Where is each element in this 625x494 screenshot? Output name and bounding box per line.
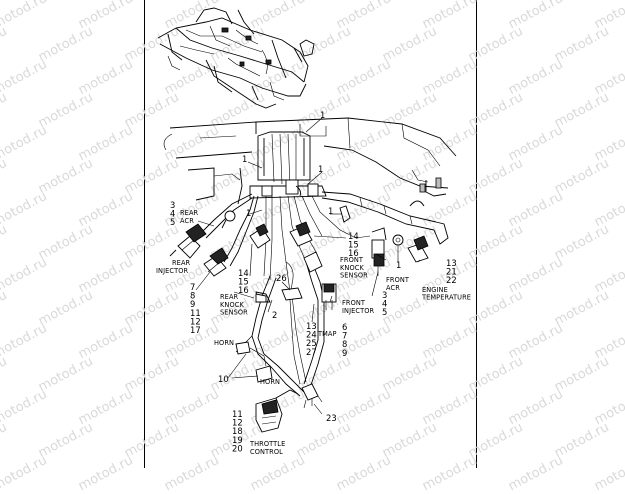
rear-knock-label: REAR bbox=[220, 293, 239, 301]
tmap-connector bbox=[301, 383, 323, 409]
harness-junction bbox=[201, 131, 449, 397]
wiring-harness-diagram: 1111112262310345REARACR789111217REARINJE… bbox=[156, 7, 471, 456]
callout-number: 1 bbox=[242, 154, 247, 164]
front-acr-part-number: 4 bbox=[382, 299, 387, 309]
front-injector-label: FRONT bbox=[342, 299, 366, 307]
front-knock-label: FRONT bbox=[340, 256, 364, 264]
frame-outline bbox=[163, 117, 457, 205]
callout-number: 1 bbox=[396, 260, 401, 270]
rear-injector-part-number: 7 bbox=[190, 282, 195, 292]
leader-lines bbox=[195, 117, 421, 415]
front-knock-part-number: 16 bbox=[348, 248, 359, 258]
motorcycle-frame-thumbnail bbox=[157, 7, 315, 109]
rear-knock-label: KNOCK bbox=[220, 301, 244, 309]
rear-acr-label: REAR bbox=[180, 209, 199, 217]
callout-number: 1 bbox=[328, 206, 333, 216]
rear-injector-label: REAR bbox=[172, 259, 191, 267]
front-injector-part-number: 7 bbox=[342, 331, 347, 341]
throttle-label: CONTROL bbox=[250, 448, 283, 456]
rear-acr-part-number: 5 bbox=[170, 217, 175, 227]
harness-clip-right bbox=[307, 183, 319, 197]
front-knock-label: SENSOR bbox=[340, 272, 368, 280]
front-acr-connector bbox=[371, 227, 387, 276]
throttle-part-number: 19 bbox=[232, 435, 243, 445]
rear-knock-part-number: 16 bbox=[238, 285, 249, 295]
engine-temp-part-number: 13 bbox=[446, 258, 457, 268]
front-acr-label: ACR bbox=[386, 284, 400, 292]
front-acr-part-number: 3 bbox=[382, 290, 387, 300]
horn-label: HORN bbox=[260, 378, 280, 386]
frame-right-border bbox=[476, 0, 477, 468]
rear-acr-part-number: 4 bbox=[170, 209, 175, 219]
throttle-part-number: 20 bbox=[232, 443, 243, 453]
throttle-control-connector bbox=[255, 389, 299, 433]
center-clip bbox=[255, 287, 303, 303]
rear-acr-lower-connector bbox=[221, 210, 236, 229]
front-acr-label: FRONT bbox=[386, 276, 410, 284]
tmap-part-number: 24 bbox=[306, 330, 317, 340]
throttle-part-number: 18 bbox=[232, 426, 243, 436]
callout-number: 10 bbox=[218, 374, 229, 384]
rear-injector-part-number: 9 bbox=[190, 299, 195, 309]
engine-temp-label: TEMPERATURE bbox=[421, 294, 471, 302]
rear-knock-label: SENSOR bbox=[220, 309, 248, 317]
front-injector-part-number: 8 bbox=[342, 339, 347, 349]
frame-left-border bbox=[144, 0, 145, 468]
tmap-part-number: 25 bbox=[306, 338, 317, 348]
rear-injector-label: INJECTOR bbox=[156, 267, 189, 275]
tmap-part-number: 27 bbox=[306, 347, 317, 357]
rear-injector-part-number: 17 bbox=[190, 325, 201, 335]
front-injector-part-number: 9 bbox=[342, 348, 347, 358]
engine-temp-part-number: 21 bbox=[446, 267, 457, 277]
rear-acr-label: ACR bbox=[180, 217, 194, 225]
rear-injector-part-number: 11 bbox=[190, 308, 201, 318]
rear-knock-part-number: 15 bbox=[238, 277, 249, 287]
horn-connector bbox=[235, 341, 273, 383]
throttle-part-number: 11 bbox=[232, 409, 243, 419]
front-knock-part-number: 14 bbox=[348, 231, 359, 241]
callout-number: 1 bbox=[320, 110, 325, 120]
connectors bbox=[169, 183, 429, 433]
tmap-part-number: 13 bbox=[306, 321, 317, 331]
engine-temp-connector bbox=[392, 234, 429, 263]
front-injector-part-number: 6 bbox=[342, 322, 347, 332]
callout-number: 1 bbox=[318, 164, 323, 174]
callout-number: 1 bbox=[246, 208, 251, 218]
front-injector-connector bbox=[303, 251, 337, 310]
harness-clip-left bbox=[261, 185, 273, 197]
tmap-label: TMAP bbox=[317, 330, 337, 338]
rear-injector-connector bbox=[203, 247, 229, 277]
front-knock-part-number: 15 bbox=[348, 240, 359, 250]
engine-temp-label: ENGINE bbox=[422, 286, 448, 294]
callout-number: 23 bbox=[326, 413, 337, 423]
callout-number: 26 bbox=[276, 273, 287, 283]
front-acr-part-number: 5 bbox=[382, 307, 387, 317]
rear-acr-part-number: 3 bbox=[170, 200, 175, 210]
rear-knock-connector bbox=[249, 223, 271, 249]
front-knock-label: KNOCK bbox=[340, 264, 364, 272]
throttle-label: THROTTLE bbox=[249, 440, 285, 448]
front-knock-connector bbox=[289, 221, 313, 247]
rear-injector-part-number: 8 bbox=[190, 291, 195, 301]
callout-number: 2 bbox=[272, 310, 277, 320]
rear-injector-part-number: 12 bbox=[190, 316, 201, 326]
engine-temp-part-number: 22 bbox=[446, 275, 457, 285]
rear-acr-connector bbox=[169, 223, 207, 259]
front-injector-label: INJECTOR bbox=[342, 307, 375, 315]
rear-knock-part-number: 14 bbox=[238, 268, 249, 278]
horn-label: HORN bbox=[214, 339, 234, 347]
throttle-part-number: 12 bbox=[232, 418, 243, 428]
